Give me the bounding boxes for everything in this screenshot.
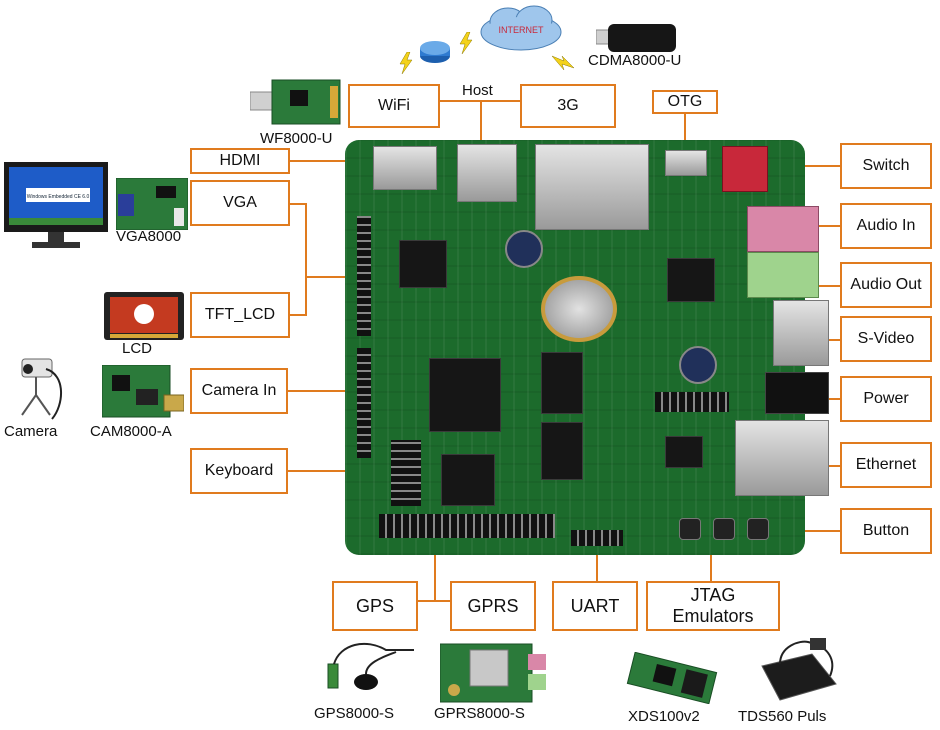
- gprs-module-icon: [440, 643, 546, 703]
- connector-line: [596, 550, 598, 582]
- s-video-label: S-Video: [840, 316, 932, 362]
- connector-line: [288, 203, 306, 205]
- capacitor: [679, 346, 717, 384]
- jtag-header: [655, 392, 729, 412]
- memory-chip: [541, 352, 583, 414]
- button-label: Button: [840, 508, 932, 554]
- audio-in-jack: [747, 206, 819, 252]
- cloud-text: INTERNET: [499, 25, 545, 35]
- cdma-dongle-icon: [596, 24, 676, 52]
- camera-caption: Camera: [4, 423, 58, 440]
- processor-chip: [429, 358, 501, 432]
- camera-module-icon: [102, 365, 184, 418]
- gprs-label: GPRS: [450, 581, 536, 631]
- uart-label: UART: [552, 581, 638, 631]
- gps-label: GPS: [332, 581, 418, 631]
- power-jack: [765, 372, 829, 414]
- lightning-icon: [459, 32, 473, 54]
- vga-label: VGA: [190, 180, 290, 226]
- camera-in-label: Camera In: [190, 368, 288, 414]
- lightning-icon: [399, 52, 413, 74]
- hdmi-label: HDMI: [190, 148, 290, 174]
- connector-line: [305, 203, 307, 316]
- tds560-icon: [761, 638, 837, 701]
- hdmi-port: [373, 146, 437, 190]
- vga8000-caption: VGA8000: [116, 228, 182, 245]
- push-button: [747, 518, 769, 540]
- cdma8000u-caption: CDMA8000-U: [588, 52, 682, 69]
- development-board: [345, 140, 829, 555]
- gps-module-icon: [327, 642, 414, 690]
- router-icon: [420, 41, 450, 63]
- vga-module-icon: [116, 178, 188, 230]
- monitor-screen-text: Windows Embedded CE 6.0: [27, 194, 90, 200]
- camera-connector: [357, 348, 371, 458]
- xds100v2-icon: [626, 652, 718, 704]
- audio-out-jack: [747, 252, 819, 298]
- jtag-label-line1: JTAG: [690, 585, 736, 605]
- wifi-label: WiFi: [348, 84, 440, 128]
- gps8000s-caption: GPS8000-S: [314, 705, 395, 722]
- wifi-module-icon: [250, 79, 341, 125]
- push-button: [713, 518, 735, 540]
- audio-in-label: Audio In: [840, 203, 932, 249]
- ethernet-label: Ethernet: [840, 442, 932, 488]
- 3g-label: 3G: [520, 84, 616, 128]
- connector-line: [800, 285, 842, 287]
- tft-lcd-label: TFT_LCD: [190, 292, 290, 338]
- hdmi-chip: [399, 240, 447, 288]
- connector-line: [684, 112, 686, 160]
- power-switch: [722, 146, 768, 192]
- keyboard-label: Keyboard: [190, 448, 288, 494]
- camera-icon: [21, 358, 63, 420]
- xds100v2-caption: XDS100v2: [628, 708, 700, 725]
- jtag-label-line2: Emulators: [672, 606, 754, 626]
- ethernet-chip: [667, 258, 715, 302]
- cam8000a-caption: CAM8000-A: [90, 423, 172, 440]
- capacitor: [505, 230, 543, 268]
- internet-cloud-icon: INTERNET: [480, 5, 562, 51]
- sd-card-slot: [535, 144, 649, 230]
- small-chip: [665, 436, 703, 468]
- connector-line: [286, 470, 396, 472]
- connector-line: [400, 600, 460, 602]
- otg-label: OTG: [652, 90, 718, 114]
- switch-label: Switch: [840, 143, 932, 189]
- ethernet-port: [735, 420, 829, 496]
- connector-line: [286, 390, 366, 392]
- connector-line: [434, 540, 436, 602]
- power-label: Power: [840, 376, 932, 422]
- connector-line: [288, 314, 306, 316]
- usb-host-port: [457, 144, 517, 202]
- push-button: [679, 518, 701, 540]
- keyboard-header: [391, 440, 421, 506]
- battery-holder: [541, 276, 617, 342]
- s-video-port: [773, 300, 829, 366]
- lcd-caption: LCD: [122, 340, 153, 357]
- jtag-emulators-label: JTAG Emulators: [646, 581, 780, 631]
- connector-line: [440, 100, 520, 102]
- nand-flash-chip: [441, 454, 495, 506]
- otg-port: [665, 150, 707, 176]
- expansion-header: [379, 514, 555, 538]
- host-label: Host: [462, 82, 493, 99]
- monitor-icon: Windows Embedded CE 6.0: [4, 162, 108, 248]
- audio-out-label: Audio Out: [840, 262, 932, 308]
- connector-line: [480, 100, 482, 178]
- wf8000u-caption: WF8000-U: [260, 130, 333, 147]
- connector-line: [800, 225, 842, 227]
- gprs8000s-caption: GPRS8000-S: [434, 705, 525, 722]
- connector-line: [305, 276, 365, 278]
- uart-header: [571, 530, 623, 546]
- lcd-connector: [357, 216, 371, 336]
- lightning-icon: [552, 55, 574, 71]
- lcd-panel-icon: [104, 292, 184, 340]
- tds560-caption: TDS560 Puls: [738, 708, 827, 725]
- memory-chip: [541, 422, 583, 480]
